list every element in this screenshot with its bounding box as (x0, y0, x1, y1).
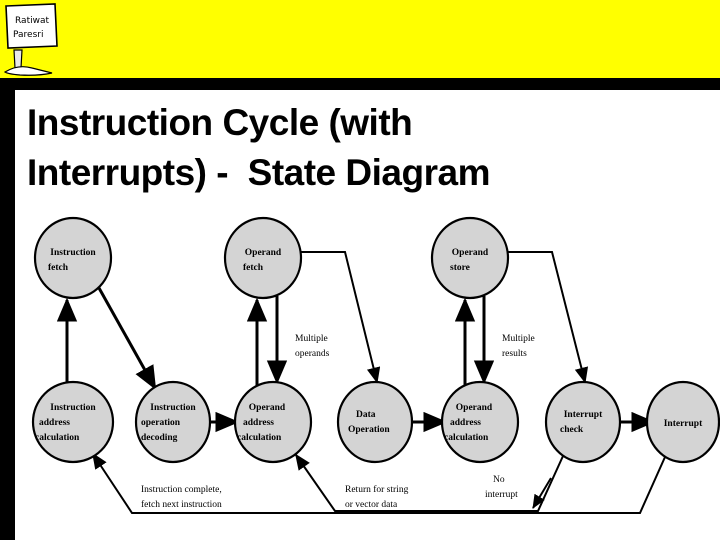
node-operand-fetch[interactable]: Operand fetch (223, 216, 303, 300)
edge-label-line: or vector data (345, 500, 398, 510)
edge-label-line: operands (295, 349, 330, 359)
node-operand-address-calculation-1[interactable]: Operand address calculation (233, 380, 313, 464)
edge-int-to-iac-instruction-complete (92, 452, 666, 514)
state-diagram: Instruction fetch Operand fetch Operand … (15, 210, 720, 540)
edge-ic-to-oac1-return-for-string (295, 453, 564, 512)
node-label-line: Operand (452, 248, 489, 258)
node-label-line: fetch (48, 263, 69, 273)
edge-of-to-do (301, 251, 381, 384)
edge-label-line: Instruction complete, (141, 485, 222, 495)
node-label-line: calculation (237, 433, 282, 443)
node-label-line: operation (141, 418, 181, 428)
node-label-line: check (560, 425, 584, 435)
easel-sign-clipart: Ratiwat Paresri (2, 2, 60, 76)
slide-content: Instruction Cycle (with Interrupts) - St… (15, 90, 720, 540)
node-label-line: Instruction (150, 403, 196, 413)
node-instruction-address-calculation[interactable]: Instruction address calculation (31, 380, 115, 464)
node-label-line: Operation (348, 425, 390, 435)
sign-line-1: Ratiwat (15, 16, 49, 26)
node-instruction-operation-decoding[interactable]: Instruction operation decoding (134, 380, 212, 464)
node-data-operation[interactable]: Data Operation (336, 380, 414, 464)
node-label-line: calculation (444, 433, 489, 443)
node-label-line: Data (356, 410, 376, 420)
node-label-line: Instruction (50, 248, 96, 258)
edge-no-interrupt-marker (532, 477, 552, 509)
edge-label-line: Multiple (295, 334, 328, 344)
edge-label-line: No (493, 475, 505, 485)
node-instruction-fetch[interactable]: Instruction fetch (33, 216, 113, 300)
node-operand-store[interactable]: Operand store (430, 216, 510, 300)
edge-label-return-for-string: Return for string or vector data (345, 484, 409, 510)
edge-label-multiple-operands: Multiple operands (295, 334, 330, 359)
node-label-line: calculation (35, 433, 80, 443)
banner-bottom-rule (0, 78, 720, 90)
node-label-line: Interrupt (664, 419, 703, 429)
edge-if-to-iod (97, 287, 157, 391)
edge-label-no-interrupt: No interrupt (485, 475, 518, 500)
edge-os-to-ic (507, 251, 589, 384)
node-label-line: address (243, 418, 274, 428)
node-label-line: Instruction (50, 403, 96, 413)
edge-label-line: interrupt (485, 490, 518, 500)
page-title-line-1: Instruction Cycle (with (27, 102, 413, 143)
edge-label-instruction-complete: Instruction complete, fetch next instruc… (141, 485, 222, 510)
node-label-line: address (450, 418, 481, 428)
node-label-line: fetch (243, 263, 264, 273)
edge-label-line: results (502, 349, 527, 359)
edge-label-line: fetch next instruction (141, 499, 222, 510)
node-label-line: Operand (456, 403, 493, 413)
node-interrupt[interactable]: Interrupt (645, 380, 720, 464)
node-label-line: Operand (245, 248, 282, 258)
node-interrupt-check[interactable]: Interrupt check (544, 380, 622, 464)
edge-label-line: Multiple (502, 334, 535, 344)
node-label-line: store (450, 263, 470, 273)
node-label-line: address (39, 418, 70, 428)
edge-label-multiple-results: Multiple results (502, 334, 535, 359)
page-title-line-2: Interrupts) - State Diagram (27, 152, 490, 193)
edge-label-line: Return for string (345, 484, 409, 495)
page-title: Instruction Cycle (with Interrupts) - St… (27, 98, 707, 198)
node-label-line: decoding (141, 433, 178, 443)
node-label-line: Interrupt (564, 410, 603, 420)
node-operand-address-calculation-2[interactable]: Operand address calculation (440, 380, 520, 464)
title-banner (0, 0, 720, 78)
sign-line-2: Paresri (13, 30, 43, 40)
node-label-line: Operand (249, 403, 286, 413)
